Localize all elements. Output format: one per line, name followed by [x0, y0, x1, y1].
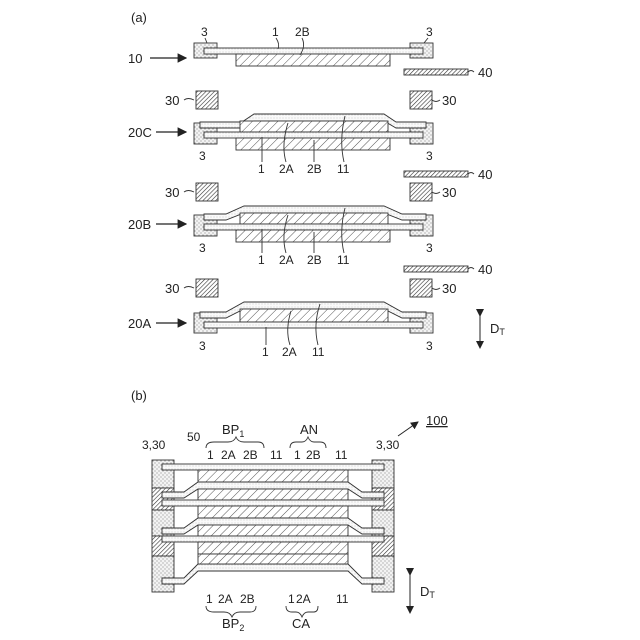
svg-text:3,30: 3,30 — [142, 438, 166, 452]
direction-label-a: DT — [490, 321, 505, 337]
svg-text:2B: 2B — [243, 448, 258, 462]
panel-a-label: (a) — [131, 10, 147, 25]
svg-text:2B: 2B — [307, 253, 322, 267]
row-10-left-label: 3 — [201, 25, 208, 39]
row-20C-block-left — [196, 91, 218, 109]
row-10: 10 3 1 2B 3 40 — [128, 25, 492, 80]
svg-text:2A: 2A — [279, 162, 294, 176]
row-20C-block-label-right: 30 — [442, 93, 456, 108]
svg-text:2A: 2A — [218, 592, 233, 606]
row-20C-cathode — [240, 121, 388, 132]
svg-text:11: 11 — [337, 253, 350, 267]
row-10-anode — [236, 54, 390, 66]
svg-text:3: 3 — [199, 149, 206, 163]
svg-text:2A: 2A — [282, 345, 297, 359]
bottom-items-1: 1 2A 2B — [206, 592, 255, 606]
svg-text:1: 1 — [207, 448, 214, 462]
bottom-items-2: 1 2A 11 — [288, 592, 349, 606]
row-10-right-label: 3 — [426, 25, 433, 39]
row-20C-label: 20C — [128, 125, 152, 140]
svg-text:1: 1 — [288, 592, 295, 606]
top-items-1: 1 2A 2B 11 — [207, 448, 283, 462]
svg-text:1: 1 — [258, 253, 265, 267]
group-bp1: BP1 — [222, 422, 244, 439]
svg-text:2B: 2B — [306, 448, 321, 462]
svg-text:11: 11 — [270, 448, 283, 462]
svg-text:2B: 2B — [240, 592, 255, 606]
svg-text:1: 1 — [294, 448, 301, 462]
top-items-2: 1 2B 11 — [294, 448, 348, 462]
svg-text:30: 30 — [442, 185, 456, 200]
row-10-plate-40 — [404, 69, 468, 75]
svg-text:AN: AN — [300, 422, 318, 437]
row-10-member-label: 1 — [272, 25, 279, 39]
svg-text:11: 11 — [337, 162, 350, 176]
panel-b-label: (b) — [131, 388, 147, 403]
svg-text:50: 50 — [187, 430, 201, 444]
svg-text:30: 30 — [165, 185, 179, 200]
row-10-label: 10 — [128, 51, 142, 66]
svg-text:2B: 2B — [307, 162, 322, 176]
svg-text:3: 3 — [199, 241, 206, 255]
svg-text:40: 40 — [478, 262, 492, 277]
ref-100: 100 — [426, 413, 448, 428]
svg-text:11: 11 — [312, 345, 325, 359]
svg-text:11: 11 — [335, 448, 348, 462]
svg-text:1: 1 — [258, 162, 265, 176]
row-20A-label: 20A — [128, 316, 151, 331]
svg-text:3: 3 — [199, 339, 206, 353]
svg-text:2A: 2A — [279, 253, 294, 267]
direction-label-b: DT — [420, 584, 435, 600]
svg-text:11: 11 — [336, 592, 349, 606]
svg-text:3,30: 3,30 — [376, 438, 400, 452]
svg-text:30: 30 — [442, 281, 456, 296]
svg-text:2A: 2A — [296, 592, 311, 606]
group-bp2: BP2 — [222, 616, 244, 633]
row-10-plate-label: 40 — [478, 65, 492, 80]
row-10-anode-label: 2B — [295, 25, 310, 39]
row-20C-block-label-left: 30 — [165, 93, 179, 108]
row-20C-block-right — [410, 91, 432, 109]
svg-text:1: 1 — [206, 592, 213, 606]
row-20B-label: 20B — [128, 217, 151, 232]
row-20B: 30 30 20B 3 1 2A 2B 11 3 40 — [128, 183, 492, 277]
svg-text:40: 40 — [478, 167, 492, 182]
svg-text:2A: 2A — [221, 448, 236, 462]
row-20A: 30 30 20A 3 1 2A 11 3 DT — [128, 279, 505, 359]
row-20C: 30 30 20C 3 1 2A 2B 11 3 40 — [128, 91, 492, 182]
svg-text:3: 3 — [426, 241, 433, 255]
svg-text:3: 3 — [426, 339, 433, 353]
svg-text:3: 3 — [426, 149, 433, 163]
stack-100 — [152, 460, 394, 592]
svg-text:30: 30 — [165, 281, 179, 296]
svg-text:1: 1 — [262, 345, 269, 359]
svg-text:CA: CA — [292, 616, 310, 631]
row-10-member — [204, 48, 423, 54]
